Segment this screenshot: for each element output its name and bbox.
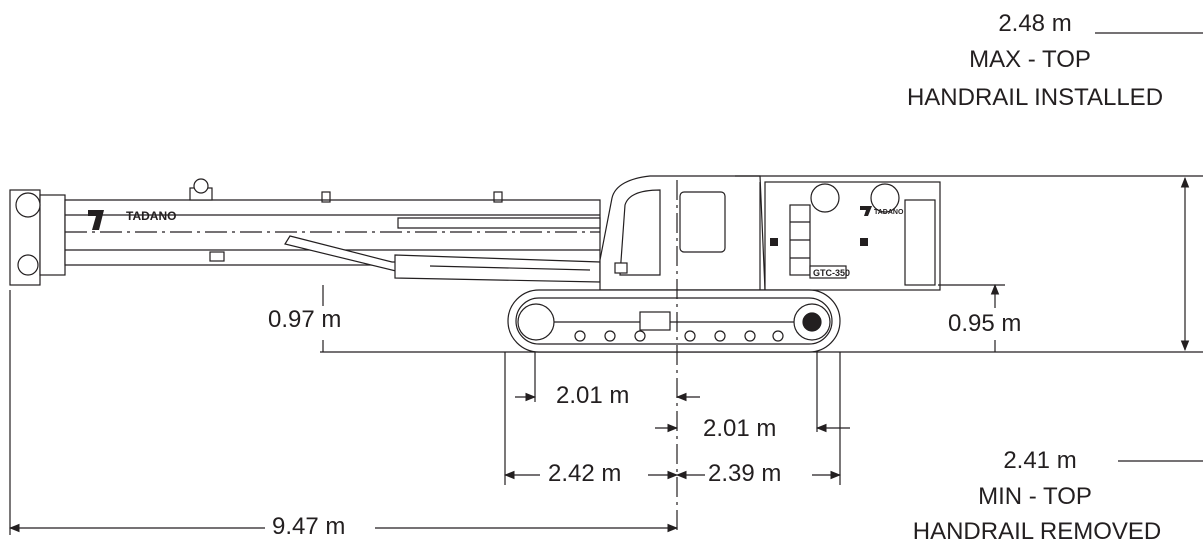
top-min-line2: MIN - TOP	[935, 483, 1135, 511]
model-label: GTC-350	[813, 268, 850, 278]
brand-logo-text: TADANO	[126, 209, 176, 223]
top-max-value: 2.48 m	[980, 10, 1090, 38]
top-min-value: 2.41 m	[975, 447, 1105, 475]
counterweight-housing: TADANO GTC-350	[764, 181, 941, 291]
clearance-rear-label: 0.95 m	[948, 310, 1022, 338]
housing-brand-text: TADANO	[874, 209, 904, 216]
clearance-front-label: 0.97 m	[268, 306, 342, 334]
top-max-line2: MAX - TOP	[920, 46, 1140, 74]
track-front-half-label: 2.01 m	[556, 382, 630, 410]
boom-overall-label: 9.47 m	[272, 513, 346, 541]
ground-clearance-dimensions	[322, 283, 1005, 352]
height-dimension	[735, 32, 1203, 462]
track-rear-half-label: 2.01 m	[703, 415, 777, 443]
center-to-rear-label: 2.39 m	[708, 460, 782, 488]
overall-dimension	[8, 290, 679, 535]
top-min-line3: HANDRAIL REMOVED	[877, 518, 1197, 546]
boom: TADANO	[9, 178, 601, 286]
track-dimensions	[503, 352, 850, 485]
cab	[599, 175, 766, 291]
crawler-track	[507, 289, 841, 353]
center-to-front-label: 2.42 m	[548, 460, 622, 488]
top-max-line3: HANDRAIL INSTALLED	[870, 84, 1200, 112]
